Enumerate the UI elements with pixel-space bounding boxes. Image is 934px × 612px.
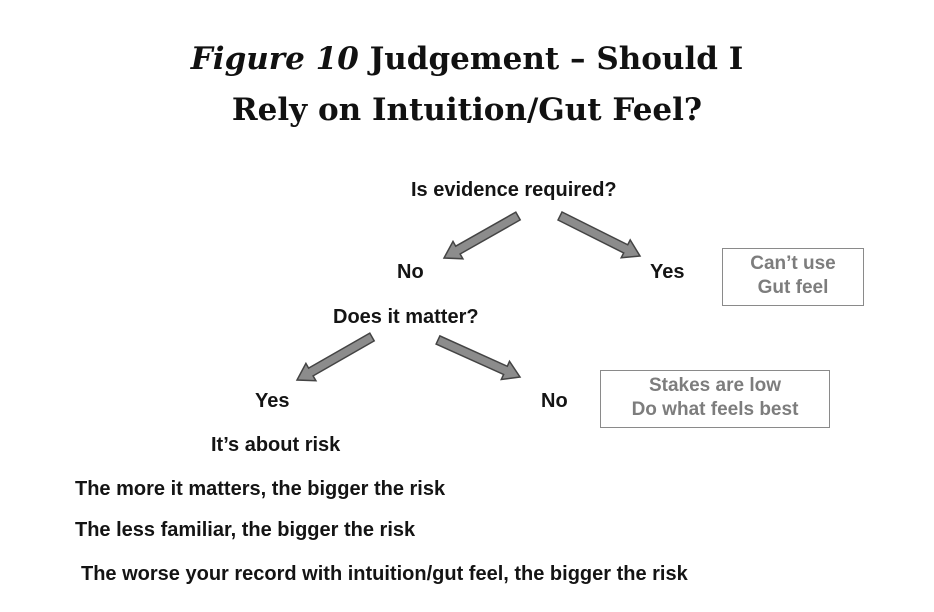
figure-title-line-2: Rely on Intuition/Gut Feel? bbox=[231, 92, 703, 128]
result-box-line-2: Gut feel bbox=[757, 277, 829, 298]
answer-no-evidence: No bbox=[397, 261, 424, 283]
risk-point-2: The less familiar, the bigger the risk bbox=[75, 519, 416, 541]
risk-point-1: The more it matters, the bigger the risk bbox=[75, 478, 446, 500]
question-evidence-required: Is evidence required? bbox=[411, 179, 617, 201]
figure-title-text: Judgement – Should I bbox=[369, 41, 744, 77]
result-box-line-1: Can’t use bbox=[750, 253, 836, 274]
result-box-line-2: Do what feels best bbox=[631, 399, 799, 420]
answer-no-matters: No bbox=[541, 390, 568, 412]
answer-yes-matters: Yes bbox=[255, 390, 290, 412]
arrow-to-yes-evidence bbox=[556, 210, 642, 259]
risk-point-3: The worse your record with intuition/gut… bbox=[81, 563, 688, 585]
result-box-cant-use-gut-feel: Can’t use Gut feel bbox=[722, 248, 864, 306]
risk-heading: It’s about risk bbox=[211, 434, 341, 456]
result-box-stakes-low: Stakes are low Do what feels best bbox=[600, 370, 830, 428]
figure-title-line-1: Figure 10 Judgement – Should I bbox=[0, 39, 934, 79]
result-box-line-1: Stakes are low bbox=[648, 375, 782, 396]
arrow-to-no-evidence bbox=[442, 211, 522, 260]
question-does-it-matter: Does it matter? bbox=[333, 306, 479, 328]
answer-yes-evidence: Yes bbox=[650, 261, 685, 283]
arrow-to-no-matters bbox=[435, 334, 522, 381]
figure-number: Figure 10 bbox=[190, 41, 359, 77]
arrow-to-yes-matters bbox=[295, 332, 376, 382]
